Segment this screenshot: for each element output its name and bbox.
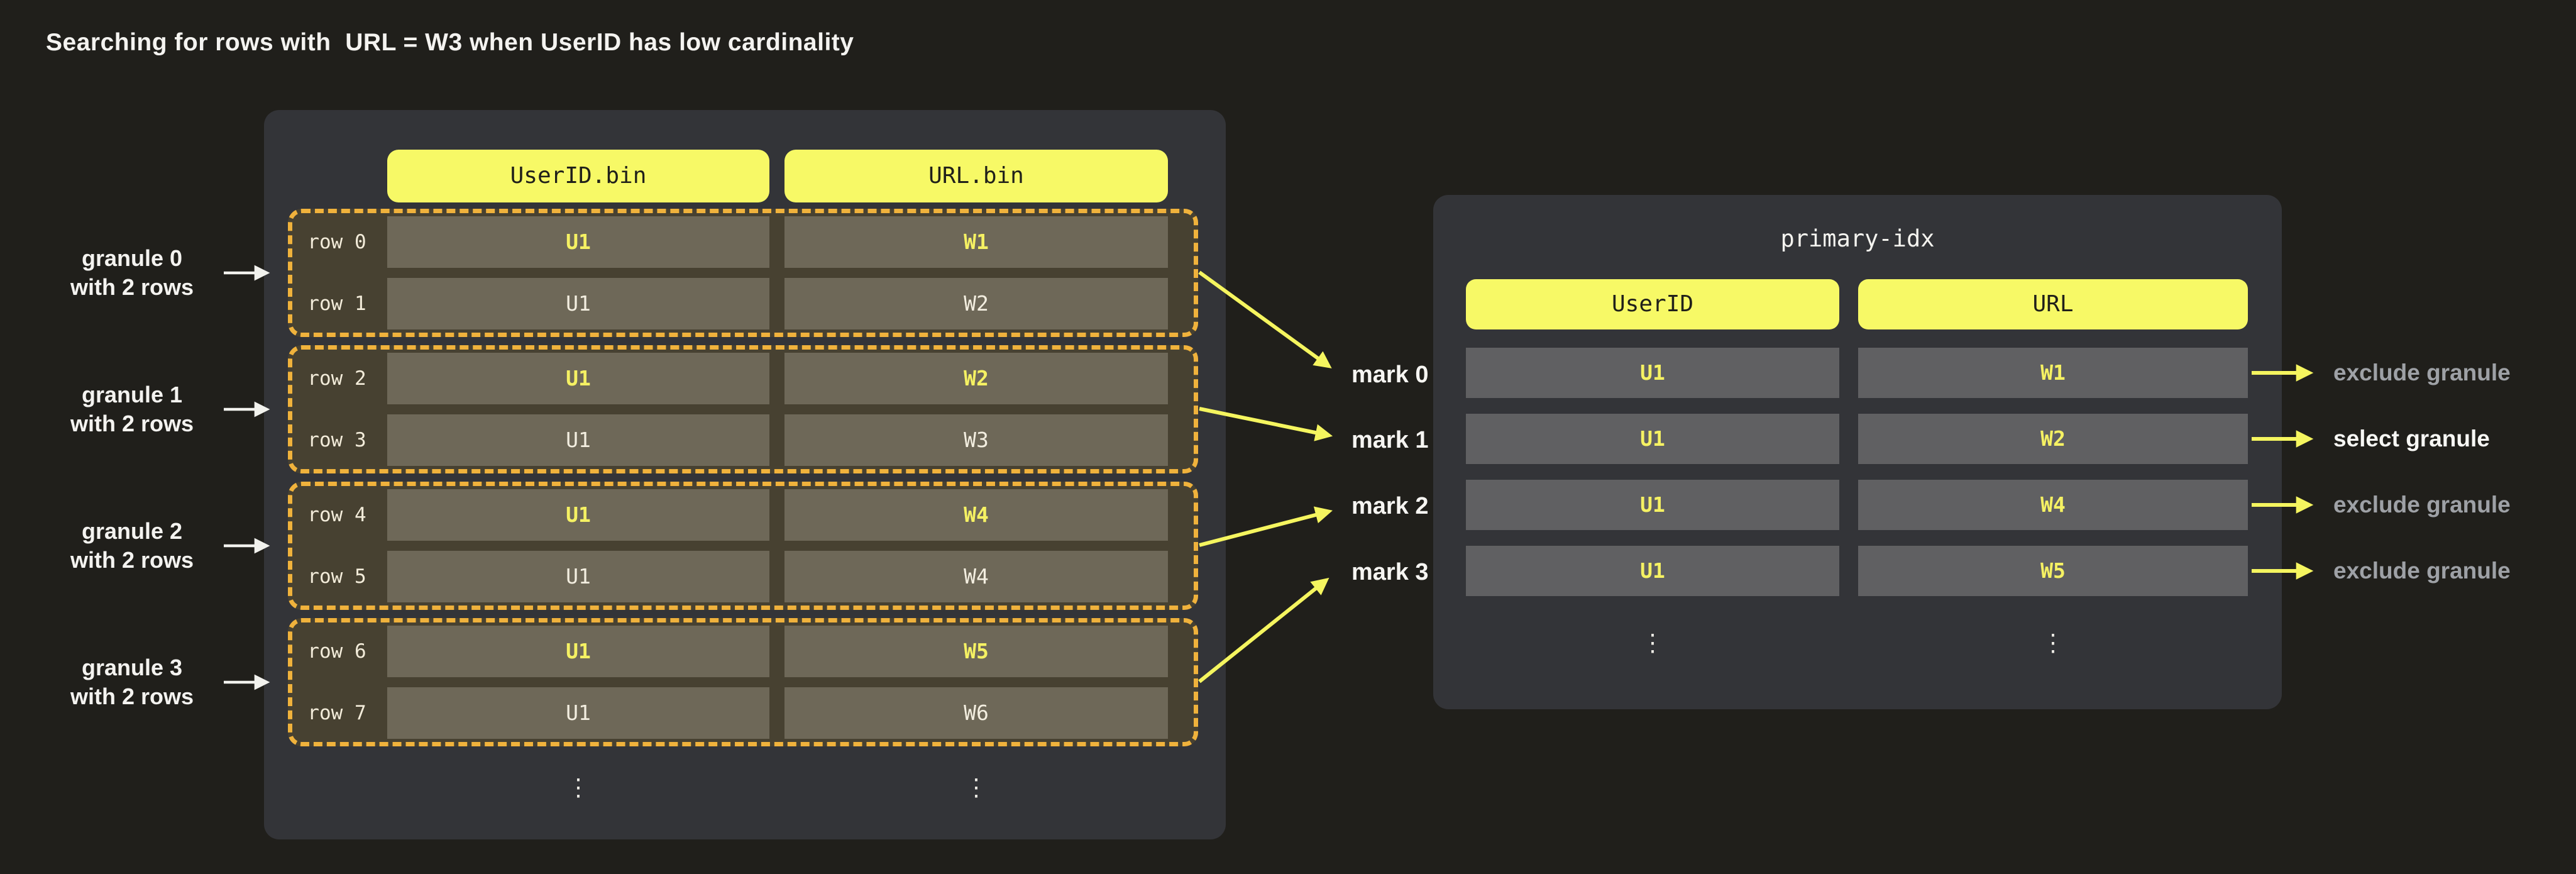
url-cell: W4 — [784, 489, 1168, 541]
index-url-cell: W2 — [1858, 414, 2248, 464]
granule-0-label: granule 0 with 2 rows — [38, 244, 226, 302]
url-cell: W3 — [784, 414, 1168, 466]
granule-label-line1: granule 2 — [81, 518, 183, 544]
row-label: row 4 — [307, 504, 366, 526]
userid-cell: U1 — [387, 687, 769, 739]
url-cell: W4 — [784, 551, 1168, 602]
granule-label-line2: with 2 rows — [70, 683, 194, 709]
userid-cell: U1 — [387, 551, 769, 602]
column-file-header-userid-bin: UserID.bin — [387, 150, 769, 202]
granule-label-line2: with 2 rows — [70, 547, 194, 573]
userid-cell: U1 — [387, 216, 769, 268]
primary-index-header-userid: UserID — [1466, 279, 1839, 329]
url-column-ellipsis: ⋮ — [964, 773, 988, 801]
url-cell: W6 — [784, 687, 1168, 739]
row-label: row 7 — [307, 702, 366, 724]
userid-cell: U1 — [387, 414, 769, 466]
granule-label-line1: granule 1 — [81, 382, 183, 407]
column-file-header-url-bin: URL.bin — [784, 150, 1168, 202]
primary-index-title: primary-idx — [1780, 225, 1935, 252]
userid-cell: U1 — [387, 626, 769, 677]
decision-label-0: exclude granule — [2333, 360, 2511, 385]
index-userid-cell: U1 — [1466, 546, 1839, 596]
index-url-cell: W5 — [1858, 546, 2248, 596]
granule-label-line2: with 2 rows — [70, 411, 194, 436]
url-cell: W2 — [784, 353, 1168, 404]
page-title: Searching for rows with URL = W3 when Us… — [46, 29, 854, 56]
granule-3-label: granule 3 with 2 rows — [38, 653, 226, 711]
decision-label-1: select granule — [2333, 426, 2490, 451]
granule-1-label: granule 1 with 2 rows — [38, 380, 226, 438]
mark-1-label: mark 1 — [1351, 427, 1429, 453]
index-userid-cell: U1 — [1466, 414, 1839, 464]
userid-column-ellipsis: ⋮ — [566, 773, 590, 801]
userid-cell: U1 — [387, 489, 769, 541]
url-cell: W5 — [784, 626, 1168, 677]
index-userid-cell: U1 — [1466, 348, 1839, 398]
granule-label-line1: granule 3 — [81, 655, 183, 680]
url-cell: W2 — [784, 278, 1168, 329]
row-label: row 2 — [307, 367, 366, 390]
index-url-cell: W1 — [1858, 348, 2248, 398]
mark-0-label: mark 0 — [1351, 362, 1429, 388]
granule-label-line2: with 2 rows — [70, 274, 194, 300]
index-url-cell: W4 — [1858, 480, 2248, 530]
decision-label-2: exclude granule — [2333, 492, 2511, 517]
index-userid-ellipsis: ⋮ — [1641, 629, 1665, 656]
decision-label-3: exclude granule — [2333, 558, 2511, 584]
mark-2-label: mark 2 — [1351, 493, 1429, 519]
url-cell: W1 — [784, 216, 1168, 268]
row-label: row 3 — [307, 429, 366, 451]
index-userid-cell: U1 — [1466, 480, 1839, 530]
index-url-ellipsis: ⋮ — [2041, 629, 2065, 656]
row-label: row 1 — [307, 292, 366, 315]
row-label: row 5 — [307, 565, 366, 588]
userid-cell: U1 — [387, 353, 769, 404]
primary-index-header-url: URL — [1858, 279, 2248, 329]
granule-label-line1: granule 0 — [81, 245, 183, 271]
row-label: row 0 — [307, 231, 366, 253]
row-label: row 6 — [307, 640, 366, 663]
granule-2-label: granule 2 with 2 rows — [38, 517, 226, 575]
mark-3-label: mark 3 — [1351, 559, 1429, 585]
userid-cell: U1 — [387, 278, 769, 329]
